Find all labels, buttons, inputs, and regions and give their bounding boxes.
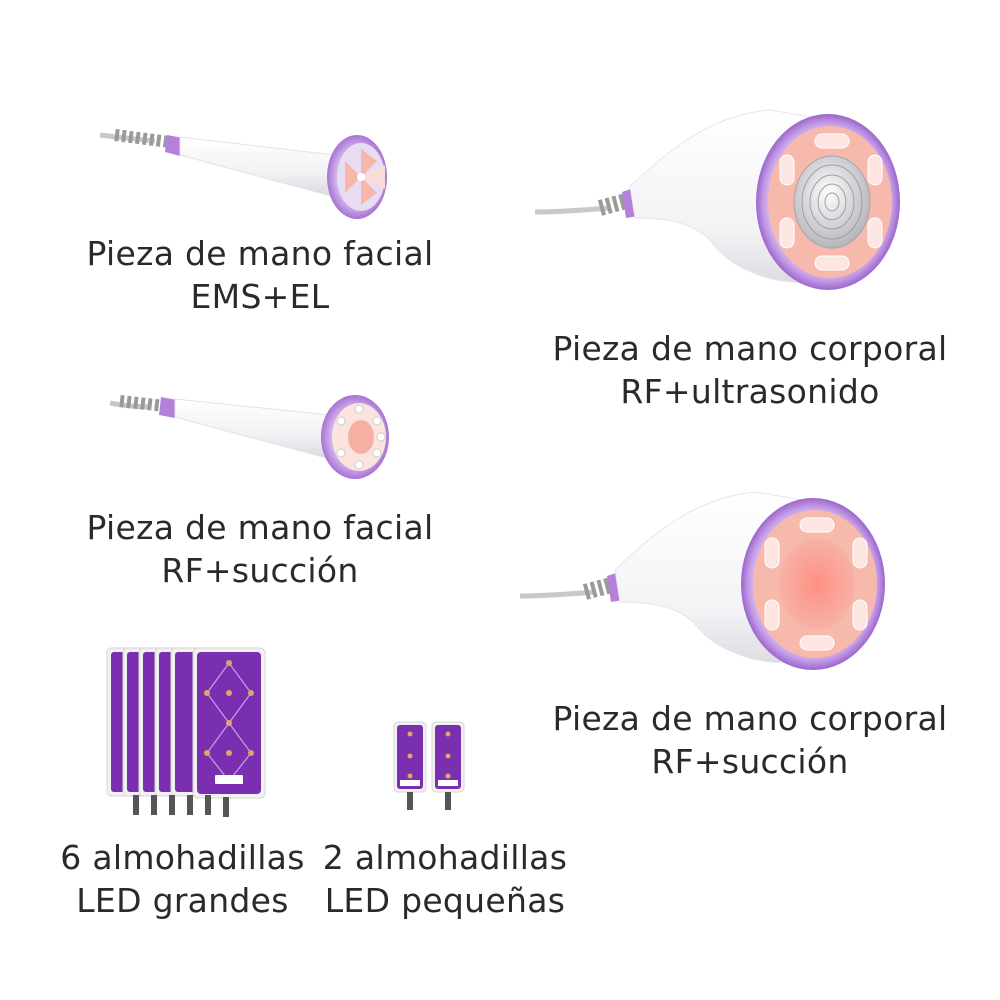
- body-rf-suction-caption: Pieza de mano corporal RF+succión: [540, 697, 960, 783]
- body-rf-ultrasound-caption: Pieza de mano corporal RF+ultrasonido: [540, 327, 960, 413]
- facial-ems-handpiece-image: [95, 125, 405, 225]
- body-rf-ultrasound-caption-line2: RF+ultrasonido: [620, 372, 880, 411]
- facial-rf-suction-handpiece-image: [105, 385, 405, 490]
- led-large-caption: 6 almohadillas LED grandes: [30, 836, 335, 922]
- facial-ems-caption-line2: EMS+EL: [190, 277, 330, 316]
- led-large-caption-line2: LED grandes: [76, 881, 289, 920]
- facial-ems-caption-line1: Pieza de mano facial: [86, 234, 434, 273]
- led-large-caption-line1: 6 almohadillas: [60, 838, 305, 877]
- facial-rf-suction-caption: Pieza de mano facial RF+succión: [60, 506, 460, 592]
- body-rf-suction-caption-line1: Pieza de mano corporal: [552, 699, 948, 738]
- body-rf-suction-caption-line2: RF+succión: [651, 742, 849, 781]
- facial-ems-caption: Pieza de mano facial EMS+EL: [60, 232, 460, 318]
- led-small-caption-line2: LED pequeñas: [324, 881, 566, 920]
- body-rf-suction-handpiece-image: [515, 480, 895, 680]
- body-rf-ultrasound-caption-line1: Pieza de mano corporal: [552, 329, 948, 368]
- led-large-pads-image: [105, 645, 270, 820]
- led-small-caption: 2 almohadillas LED pequeñas: [300, 836, 590, 922]
- led-small-caption-line1: 2 almohadillas: [322, 838, 568, 877]
- led-small-pads-image: [392, 720, 467, 815]
- body-rf-ultrasound-handpiece-image: [530, 100, 910, 300]
- facial-rf-suction-caption-line1: Pieza de mano facial: [86, 508, 434, 547]
- facial-rf-suction-caption-line2: RF+succión: [161, 551, 359, 590]
